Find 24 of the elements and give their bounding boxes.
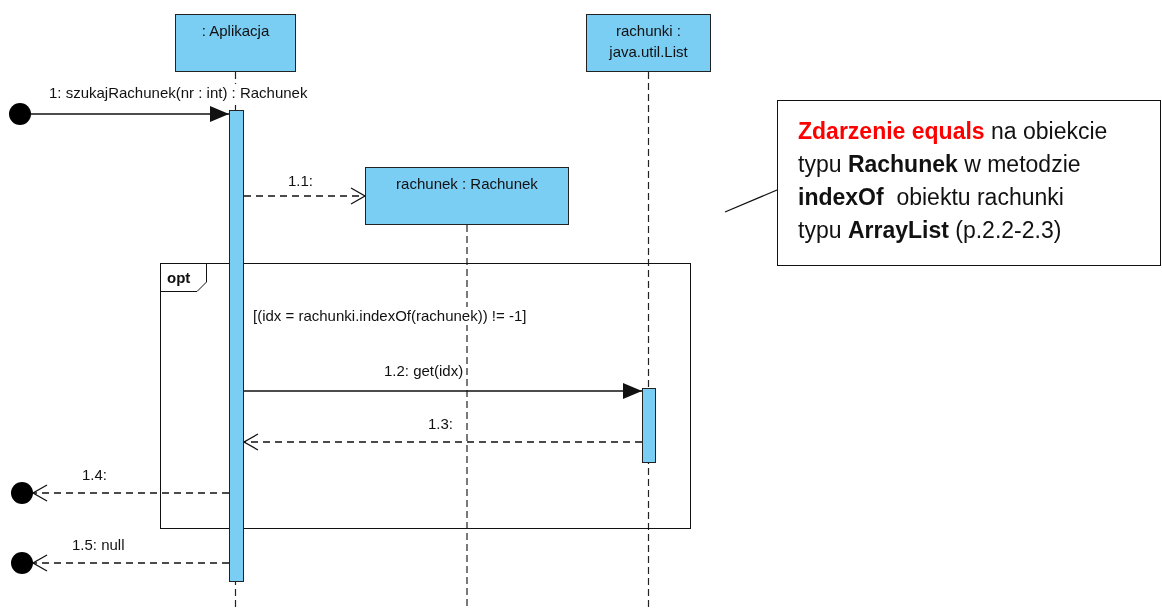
object-name: rachunki : java.util.List	[608, 21, 689, 62]
activation-bar	[642, 388, 656, 463]
message-arrow	[32, 554, 230, 572]
message-arrow	[243, 187, 366, 205]
activation-bar	[229, 110, 244, 582]
endpoint-dot	[9, 103, 31, 125]
message-arrow	[30, 106, 230, 122]
leader-line	[724, 189, 778, 213]
object-box	[365, 167, 569, 225]
object-name: : Aplikacja	[200, 21, 271, 41]
endpoint-dot	[11, 552, 33, 574]
message-label: 1.2: get(idx)	[383, 362, 465, 380]
note-box	[777, 100, 1161, 266]
operator-tab: opt	[161, 264, 207, 292]
message-arrow	[243, 433, 643, 451]
object-box	[175, 14, 296, 72]
message-label: 1: szukajRachunek(nr : int) : Rachunek	[48, 84, 309, 102]
note-text: Zdarzenie equals na obiekcie typu Rachunek w metodzie indexOf obiektu rachunki typu ArrayList (p.2.2-2.3)	[798, 117, 1109, 245]
object-box	[586, 14, 711, 72]
message-arrow	[32, 484, 230, 502]
message-arrow	[243, 383, 643, 399]
object-name: rachunek : Rachunek	[395, 174, 539, 194]
endpoint-dot	[11, 482, 33, 504]
guard-condition: [(idx = rachunki.indexOf(rachunek)) != -1]	[253, 307, 527, 325]
